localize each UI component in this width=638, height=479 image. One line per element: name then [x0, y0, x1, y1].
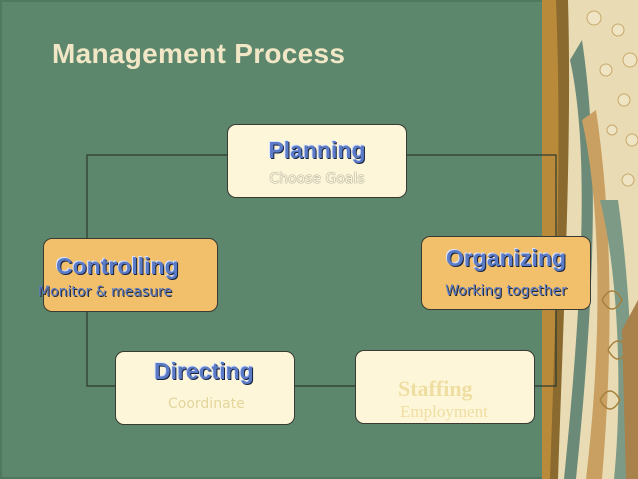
planning-stage-name: Planning [268, 137, 366, 163]
connector-planning-organizing [407, 154, 557, 236]
planning-stage-note: Choose Goals [269, 171, 365, 187]
decorative-pattern-image [542, 0, 638, 479]
connector-planning-controlling [86, 154, 227, 238]
directing-stage-box: Directing Coordinate [115, 351, 295, 425]
organizing-stage-note: Working together [445, 283, 567, 299]
staffing-stage-name: Staffing [398, 376, 473, 401]
organizing-stage-box: Organizing Working together [421, 236, 591, 310]
controlling-stage-name: Controlling [56, 253, 179, 279]
directing-stage-name: Directing [154, 358, 254, 384]
directing-stage-note: Coordinate [168, 396, 245, 412]
planning-stage-box: Planning Choose Goals [227, 124, 407, 198]
decorative-pattern-panel [542, 0, 638, 479]
staffing-stage-note: Employment [400, 402, 488, 421]
connector-organizing-staffing [535, 310, 557, 387]
staffing-stage-box: Staffing Employment [355, 350, 535, 424]
controlling-stage-box: Controlling Monitor & measure [38, 238, 218, 312]
organizing-stage-name: Organizing [445, 245, 567, 271]
controlling-stage-note: Monitor & measure [38, 284, 173, 300]
page-title: Management Process [52, 38, 346, 69]
connector-directing-controlling [86, 312, 115, 387]
